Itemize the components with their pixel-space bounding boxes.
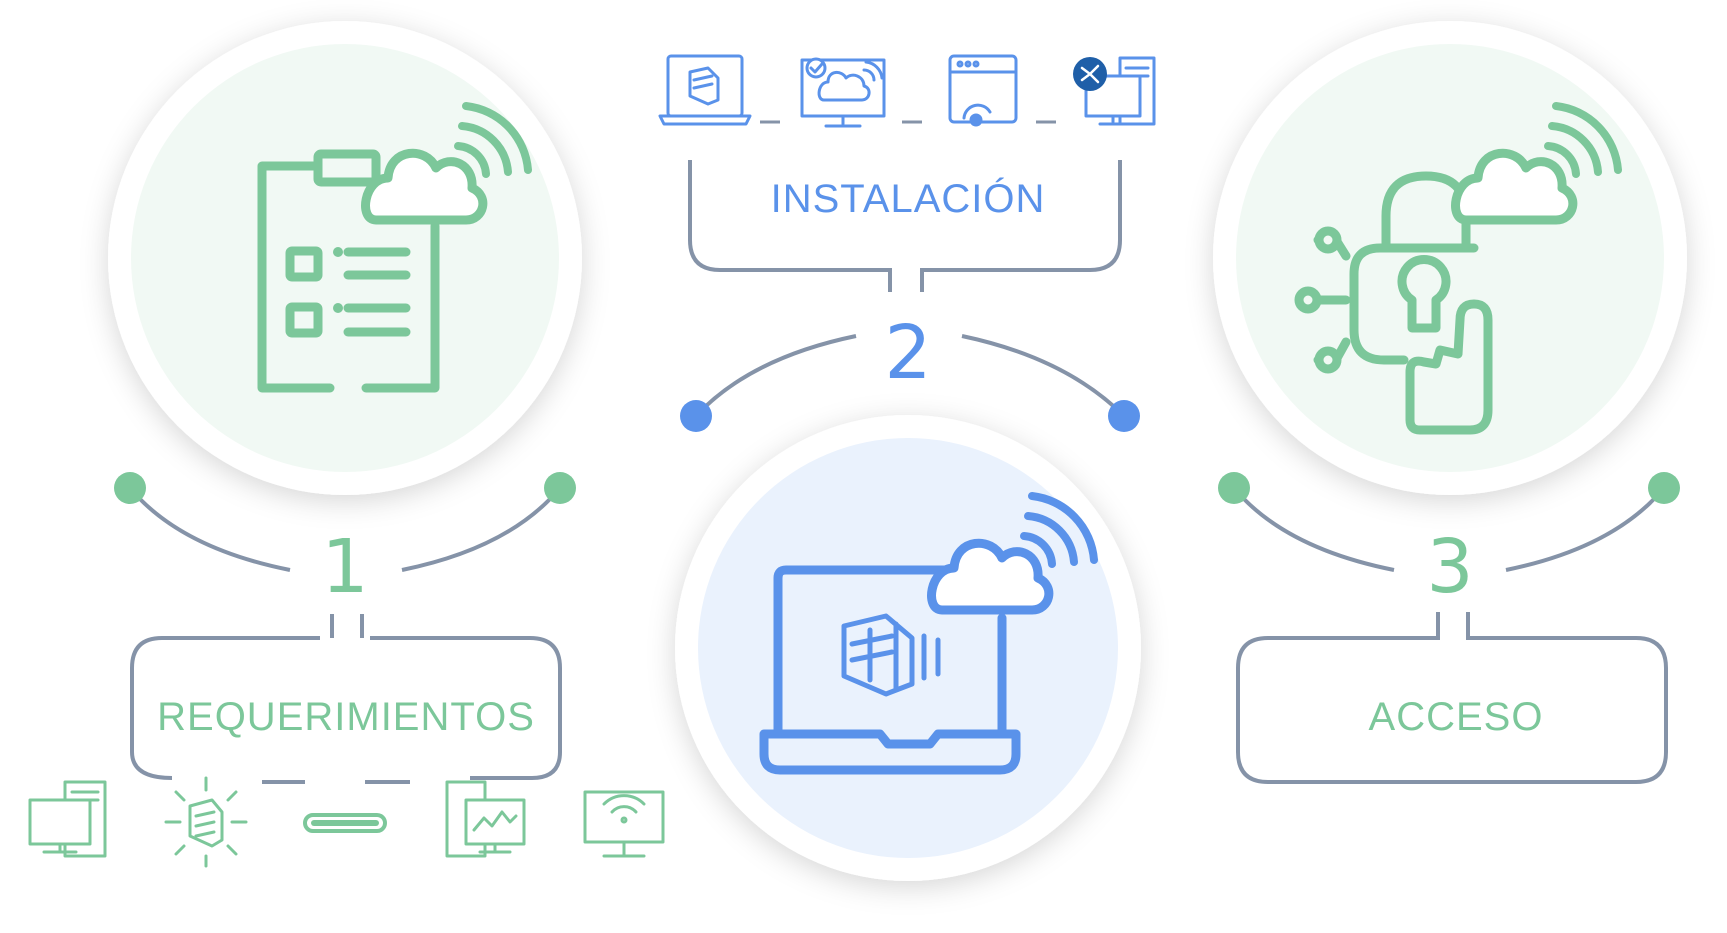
remote-desktop-icon — [1073, 56, 1156, 126]
step-2-dot-right — [1108, 400, 1140, 432]
step-1-number: 1 — [321, 524, 368, 610]
step-2-dot-left — [680, 400, 712, 432]
usb-cable-icon — [303, 813, 387, 833]
wifi-monitor-icon — [583, 790, 665, 858]
installation-icons — [658, 54, 1156, 128]
step-3-label-box — [1236, 612, 1668, 784]
checklist-cloud-icon — [257, 106, 528, 393]
step-3: 3 ACCESO — [1213, 21, 1687, 784]
step-1-dot-left — [114, 472, 146, 504]
requirement-icons — [28, 776, 665, 868]
laptop-cloud-icon — [759, 496, 1094, 775]
server-network-icon — [164, 776, 248, 868]
step-1-dot-right — [544, 472, 576, 504]
browser-pointer-icon — [948, 54, 1018, 127]
step-3-number: 3 — [1426, 524, 1473, 610]
step-1-label-box — [130, 612, 562, 784]
step-3-dot-right — [1648, 472, 1680, 504]
step-2-arc-right — [961, 334, 1126, 418]
step-3-dot-left — [1218, 472, 1250, 504]
monitor-chart-icon — [445, 780, 526, 858]
step-2: INSTALACIÓN 2 — [658, 54, 1156, 881]
step-3-arc-right — [1505, 486, 1666, 572]
step-2-arc-left — [694, 334, 857, 418]
monitor-cloud-check-icon — [800, 57, 886, 128]
step-1-arc — [128, 486, 291, 572]
step-1: 1 REQUERIMIENTOS — [28, 21, 665, 868]
laptop-app-icon — [658, 54, 752, 126]
step-2-number: 2 — [884, 310, 931, 396]
step-1-label: REQUERIMIENTOS — [157, 695, 535, 739]
step-2-label: INSTALACIÓN — [771, 176, 1046, 221]
step-1-circle-fill — [131, 44, 559, 472]
step-3-label: ACCESO — [1369, 695, 1544, 739]
desktop-tower-icon — [28, 780, 107, 858]
lock-cloud-icon — [1294, 106, 1618, 435]
step-1-arc-right — [401, 486, 562, 572]
step-2-label-box — [688, 160, 1122, 292]
step-3-arc-left — [1232, 486, 1395, 572]
